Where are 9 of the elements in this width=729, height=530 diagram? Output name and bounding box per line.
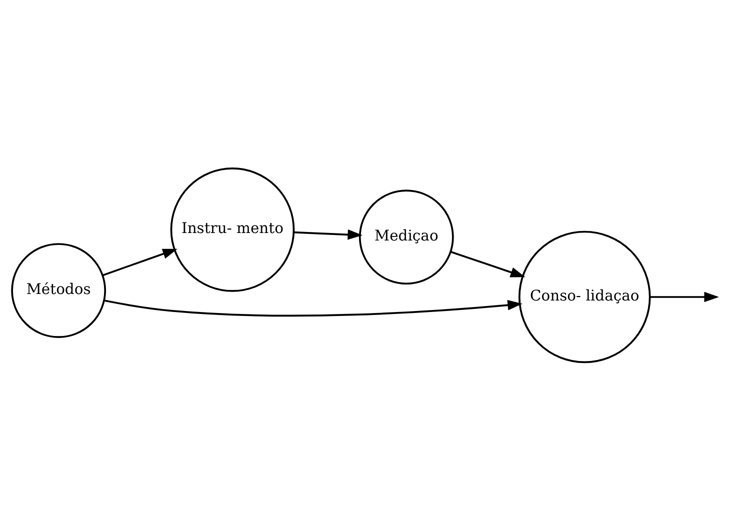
arrow	[450, 250, 526, 277]
arrow	[650, 291, 719, 302]
node-circle: Mediçao	[358, 189, 454, 284]
node-circle: Métodos	[11, 242, 106, 338]
arrow	[102, 248, 178, 276]
arrow	[104, 299, 522, 316]
arrow	[294, 228, 362, 240]
node-circle: Instru- mento	[170, 167, 295, 292]
node-circle: Conso- lidaçao	[518, 230, 651, 363]
